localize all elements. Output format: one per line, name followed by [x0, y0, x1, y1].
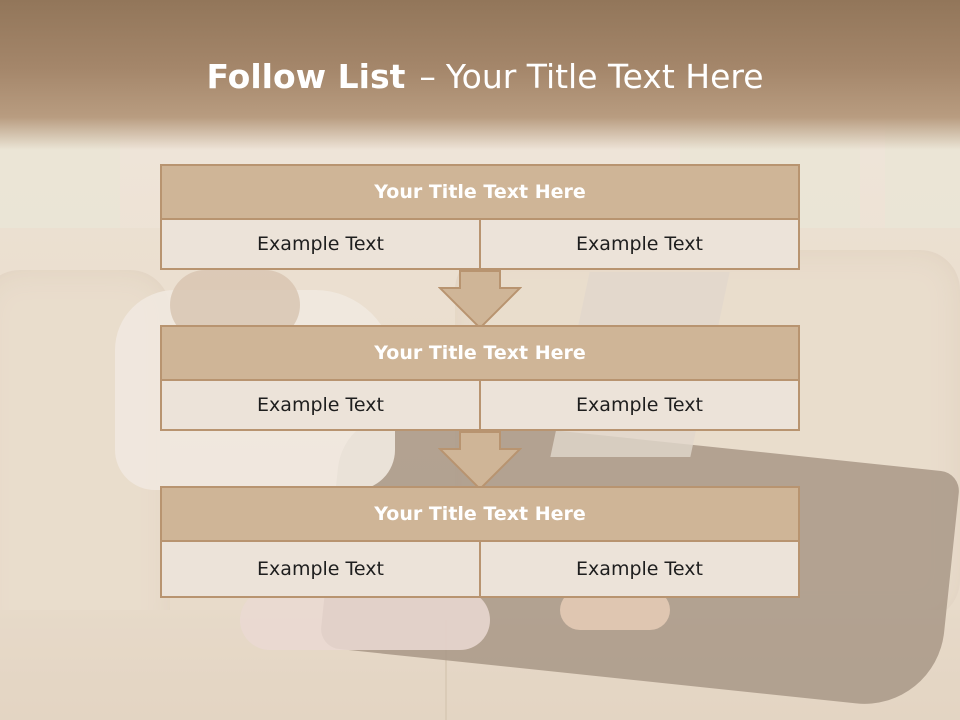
sofa-seam	[445, 620, 447, 720]
slide-title: Follow List–Your Title Text Here	[0, 55, 960, 99]
step-cell-right: Example Text	[481, 542, 800, 598]
step-block: Your Title Text Here Example Text Exampl…	[160, 325, 800, 431]
step-row: Example Text Example Text	[160, 542, 800, 598]
step-block: Your Title Text Here Example Text Exampl…	[160, 486, 800, 598]
step-title: Your Title Text Here	[160, 325, 800, 381]
slide-title-bold: Follow List	[206, 57, 406, 96]
step-cell-left: Example Text	[160, 542, 481, 598]
down-arrow-icon	[438, 431, 522, 491]
step-cell-right: Example Text	[481, 381, 800, 431]
step-block: Your Title Text Here Example Text Exampl…	[160, 164, 800, 270]
toddler	[240, 590, 490, 650]
step-row: Example Text Example Text	[160, 220, 800, 270]
header-band	[0, 0, 960, 150]
step-title: Your Title Text Here	[160, 486, 800, 542]
step-row: Example Text Example Text	[160, 381, 800, 431]
step-cell-left: Example Text	[160, 381, 481, 431]
slide-title-rest: Your Title Text Here	[445, 57, 764, 96]
down-arrow-icon	[438, 270, 522, 330]
slide-title-separator: –	[419, 57, 436, 96]
step-title: Your Title Text Here	[160, 164, 800, 220]
step-cell-left: Example Text	[160, 220, 481, 270]
step-cell-right: Example Text	[481, 220, 800, 270]
